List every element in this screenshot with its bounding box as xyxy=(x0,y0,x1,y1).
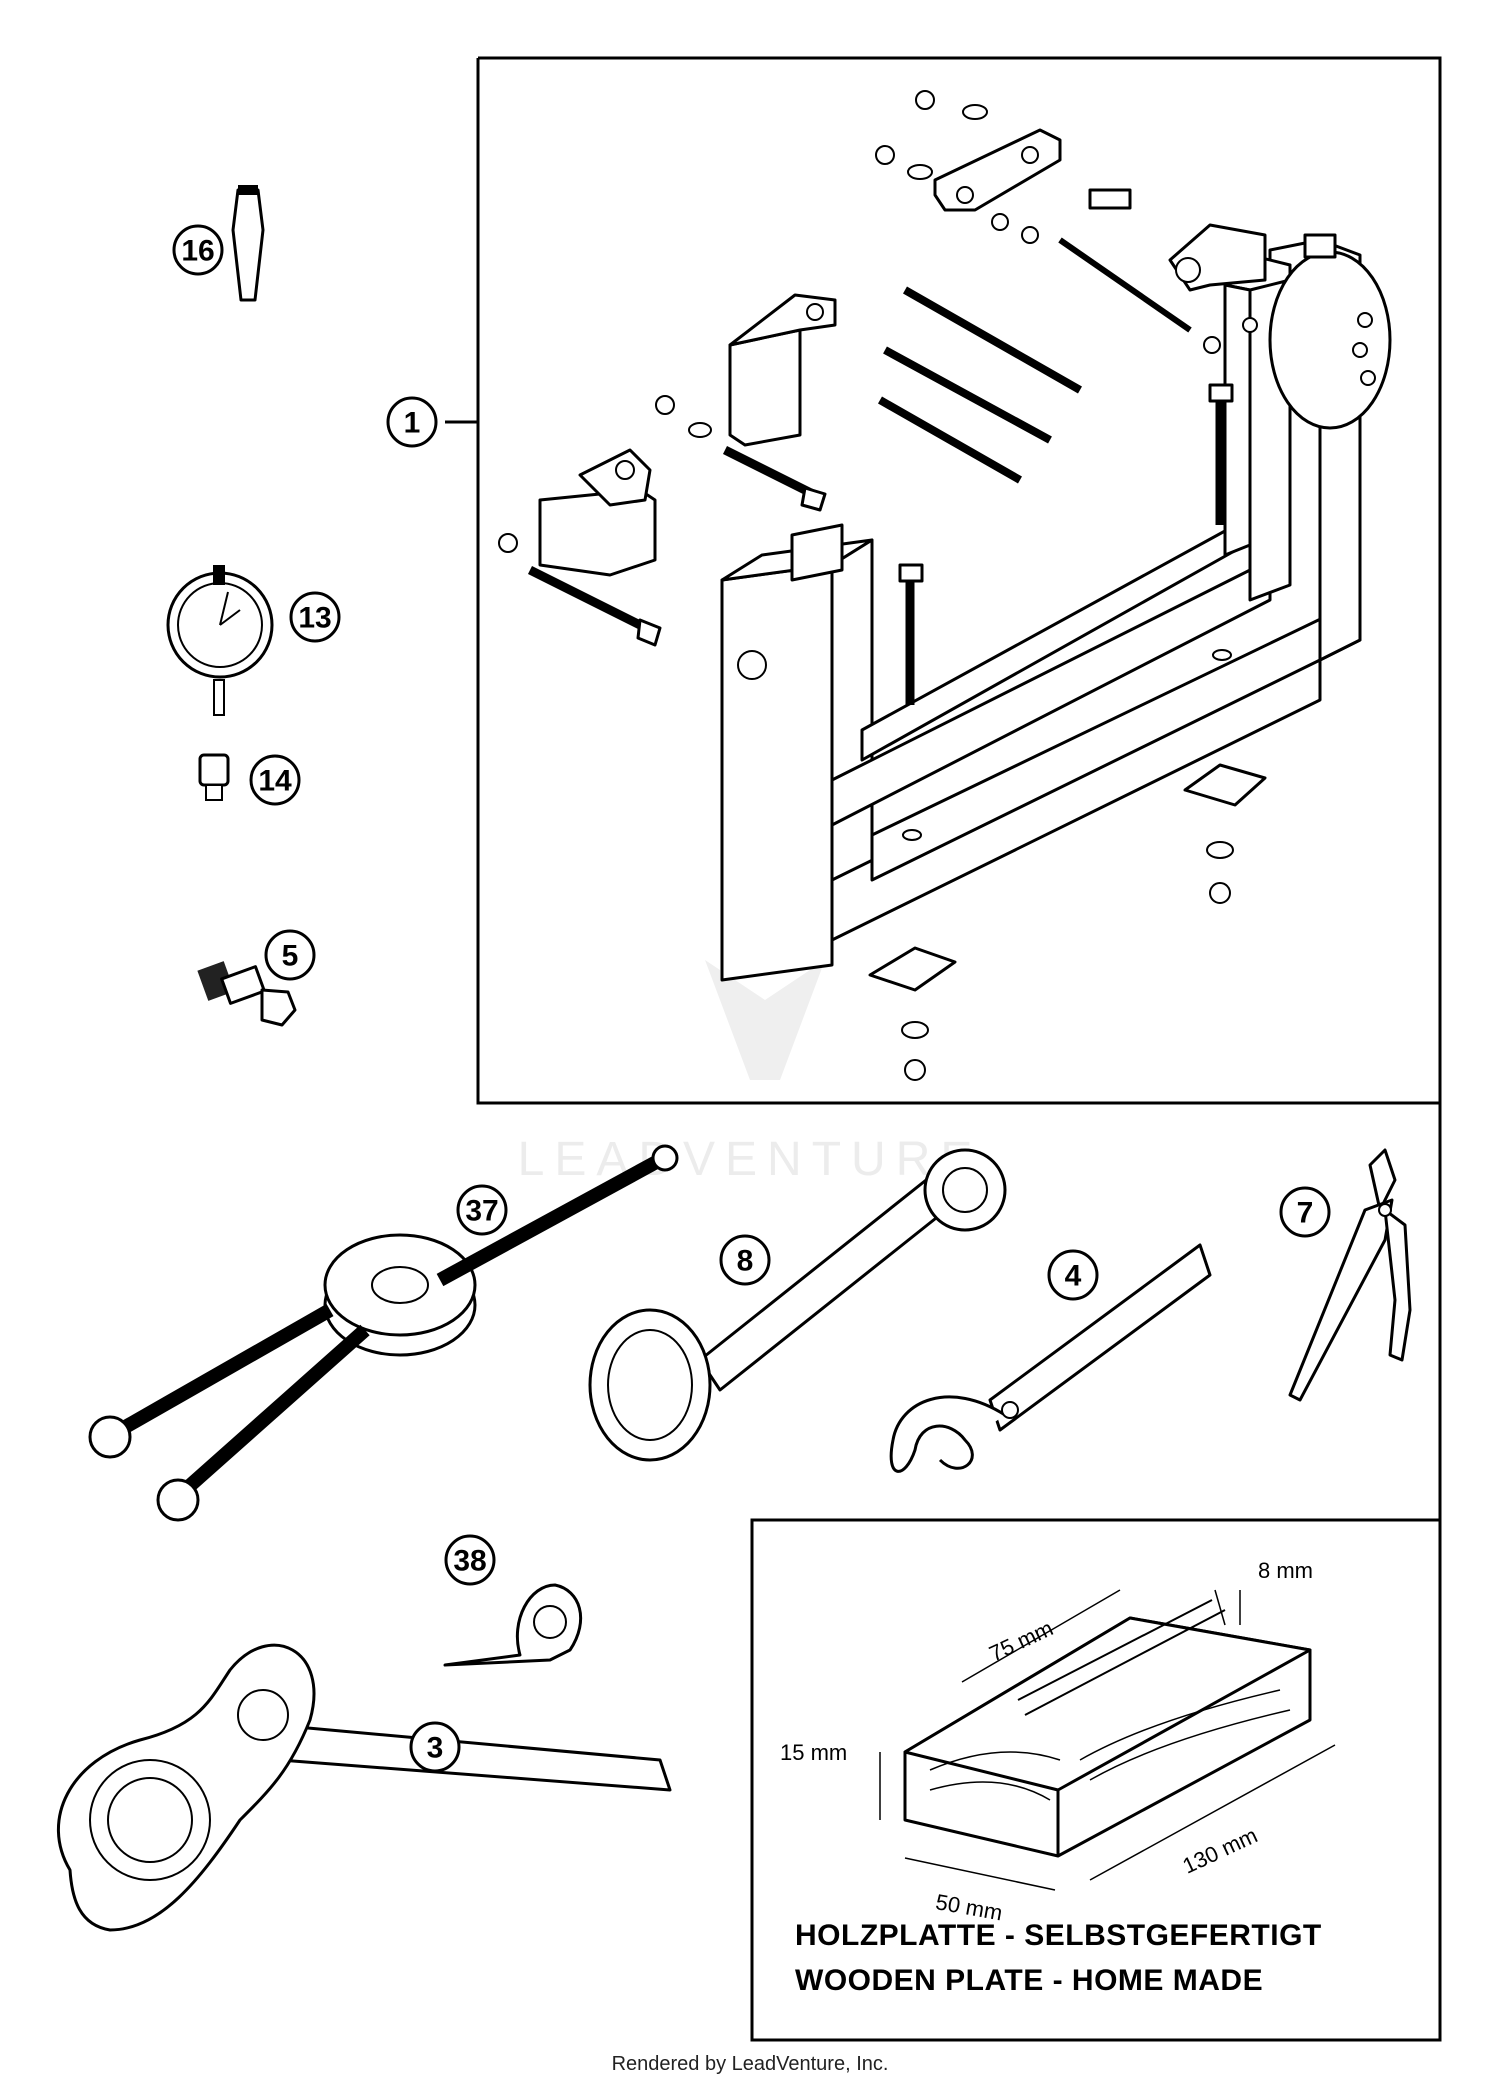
holding-wrench xyxy=(588,1148,1007,1462)
callout-37: 37 xyxy=(456,1184,508,1236)
callout-13: 13 xyxy=(289,591,341,643)
hook-wrench xyxy=(889,1243,1212,1473)
callout-14-label: 14 xyxy=(258,765,292,798)
callout-16: 16 xyxy=(172,224,224,276)
callout-4: 4 xyxy=(1047,1249,1099,1301)
engine-stand-loose-parts xyxy=(498,90,1267,1081)
callout-38: 38 xyxy=(444,1534,496,1586)
watermark: LEADVENTURE xyxy=(518,960,983,1186)
engine-stand-frame xyxy=(720,223,1392,982)
lock-plate xyxy=(443,1583,583,1667)
callout-38-label: 38 xyxy=(453,1545,486,1578)
wooden-plate-inset: 75 mm 8 mm 15 mm 130 mm 50 mm HOLZPLATTE… xyxy=(750,1518,1442,2042)
callout-7-label: 7 xyxy=(1297,1197,1314,1230)
clutch-holder xyxy=(56,1643,672,1932)
caption-german: HOLZPLATTE - SELBSTGEFERTIGT xyxy=(795,1919,1322,1952)
callout-3: 3 xyxy=(409,1721,461,1773)
dial-gauge xyxy=(166,565,274,716)
callout-3-label: 3 xyxy=(427,1732,444,1765)
footer-credit: Rendered by LeadVenture, Inc. xyxy=(612,2053,889,2075)
engine-stand-box xyxy=(445,56,1442,1520)
callout-8: 8 xyxy=(719,1234,771,1286)
callout-13-label: 13 xyxy=(298,602,331,635)
callout-14: 14 xyxy=(249,754,301,806)
dial-gauge-adapter xyxy=(198,753,230,801)
callout-7: 7 xyxy=(1279,1186,1331,1238)
callout-1-label: 1 xyxy=(404,407,421,440)
callout-37-label: 37 xyxy=(465,1195,498,1228)
callout-4-label: 4 xyxy=(1065,1260,1082,1293)
callout-5-label: 5 xyxy=(282,940,299,973)
callout-8-label: 8 xyxy=(737,1245,754,1278)
dim-height: 15 mm xyxy=(780,1740,847,1765)
callout-1: 1 xyxy=(386,396,438,448)
callout-16-label: 16 xyxy=(181,235,214,268)
callout-5: 5 xyxy=(264,929,316,981)
circlip-pliers xyxy=(1288,1148,1412,1402)
thread-locker-tube xyxy=(231,185,265,302)
extractor-tool xyxy=(88,1144,679,1522)
caption-english: WOODEN PLATE - HOME MADE xyxy=(795,1964,1263,1997)
locking-screw xyxy=(197,961,297,1027)
dim-slot: 8 mm xyxy=(1258,1558,1313,1583)
watermark-text: LEADVENTURE xyxy=(518,1133,983,1186)
